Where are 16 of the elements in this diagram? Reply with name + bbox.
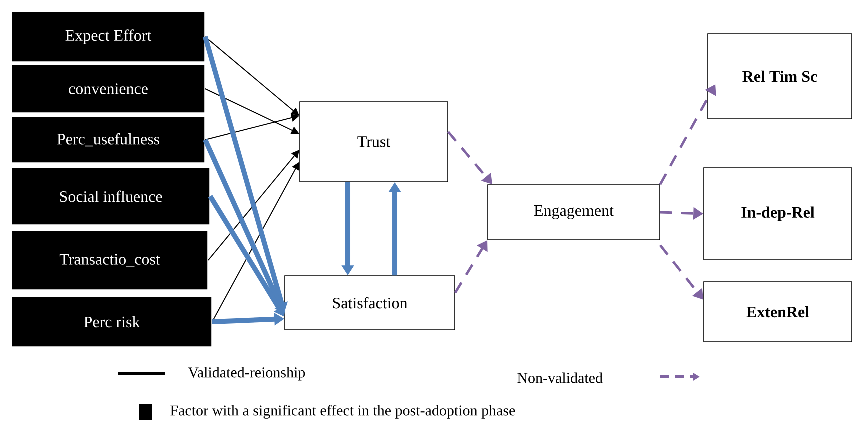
outcome-box: Rel Tim Sc	[708, 34, 852, 120]
outcome-box: In-dep-Rel	[704, 168, 852, 260]
arrow	[212, 162, 300, 322]
construct-box: Satisfaction	[284, 276, 456, 330]
factor-box: Social influence	[12, 168, 210, 226]
legend-text: Validated-reionship	[188, 367, 306, 381]
factor-box: Expect Effort	[12, 12, 206, 62]
factor-box: Perc risk	[12, 296, 212, 348]
construct-box: Engagement	[488, 184, 660, 240]
outcome-box: ExtenRel	[704, 282, 852, 342]
legend-text: Non-validated	[518, 372, 603, 384]
construct-box: Trust	[300, 102, 448, 182]
factor-box: Perc_usefulness	[12, 116, 206, 164]
legend-text: Factor with a significant effect in the post-adoption phase	[170, 405, 516, 419]
factor-box: Transactio_cost	[12, 230, 208, 290]
factor-box: convenience	[12, 64, 206, 114]
